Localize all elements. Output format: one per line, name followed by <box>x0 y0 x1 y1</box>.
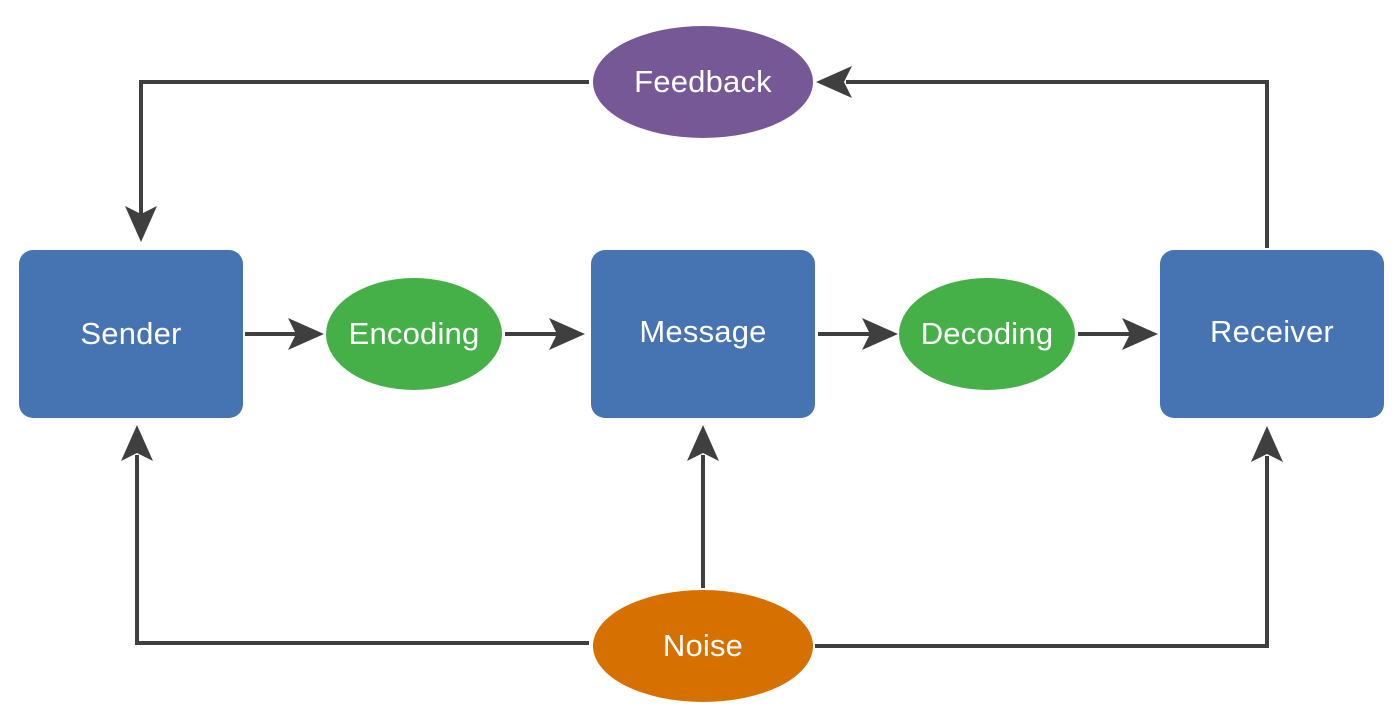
arrow-noise-to-receiver <box>815 456 1269 648</box>
feedback-node: Feedback <box>593 26 813 138</box>
arrowhead-message-bottom <box>687 425 719 461</box>
receiver-node: Receiver <box>1160 250 1384 418</box>
arrowhead-sender-top <box>125 206 157 242</box>
noise-node: Noise <box>593 590 813 702</box>
noise-label: Noise <box>662 628 744 663</box>
arrowhead-feedback <box>816 66 852 98</box>
decoding-label: Decoding <box>920 316 1054 351</box>
message-label: Message <box>639 314 767 349</box>
sender-node: Sender <box>19 250 243 418</box>
arrow-receiver-to-feedback <box>846 80 1269 248</box>
feedback-label: Feedback <box>634 64 772 99</box>
message-node: Message <box>591 250 815 418</box>
arrowhead-message-left <box>549 318 585 350</box>
encoding-node: Encoding <box>326 278 502 390</box>
sender-label: Sender <box>80 316 182 351</box>
receiver-label: Receiver <box>1210 314 1334 349</box>
arrowhead-receiver-bottom <box>1251 426 1283 462</box>
arrowhead-sender-bottom <box>121 425 153 461</box>
arrowhead-encoding <box>288 318 324 350</box>
decoding-node: Decoding <box>899 278 1075 390</box>
arrowhead-decoding <box>862 318 898 350</box>
arrow-noise-to-sender <box>135 455 589 645</box>
arrowhead-receiver-left <box>1122 318 1158 350</box>
arrow-feedback-to-sender <box>139 80 589 214</box>
encoding-label: Encoding <box>348 316 480 351</box>
